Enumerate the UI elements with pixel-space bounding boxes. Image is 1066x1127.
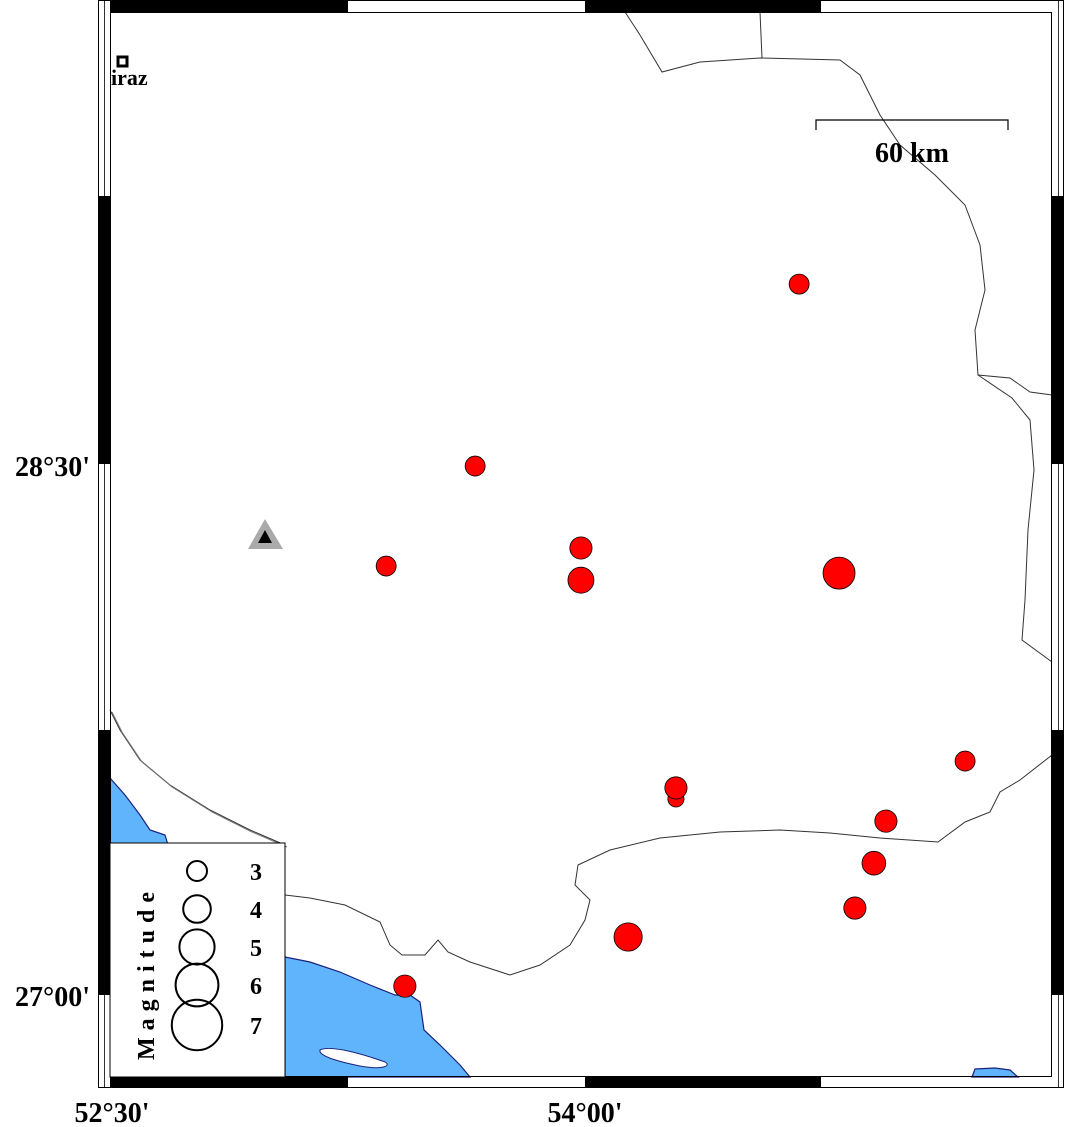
legend-label: 7 [250, 1014, 262, 1040]
legend-label: 5 [250, 936, 262, 962]
earthquake-event[interactable] [874, 809, 898, 833]
water-bodies [109, 776, 1020, 1078]
legend-circle [178, 928, 216, 966]
earthquake-event[interactable] [664, 776, 688, 800]
earthquake-event[interactable] [788, 273, 810, 295]
legend-label: 4 [250, 898, 262, 924]
scale-bar-label: 60 km [875, 138, 949, 169]
earthquake-event[interactable] [567, 566, 595, 594]
legend-circle [182, 894, 212, 924]
earthquake-event[interactable] [613, 922, 643, 952]
legend-label: 3 [250, 860, 262, 886]
map-frame [98, 0, 1064, 1088]
legend-circle [170, 998, 224, 1052]
earthquake-event[interactable] [843, 896, 867, 920]
scale-bar: 60 km [815, 119, 1009, 169]
legend-title: Magnitude [134, 885, 160, 1060]
earthquake-event[interactable] [569, 536, 593, 560]
legend: Magnitude 3 4 5 6 7 [109, 842, 286, 1078]
x-tick-label: 52°30' [75, 1098, 150, 1127]
legend-circle [186, 860, 208, 882]
province-boundaries [109, 11, 1053, 976]
city-label: iraz [111, 65, 148, 90]
legend-circle [174, 962, 220, 1008]
station-marker[interactable] [248, 519, 283, 549]
legend-label: 6 [250, 974, 262, 1000]
earthquake-event[interactable] [954, 750, 976, 772]
earthquake-event[interactable] [861, 850, 887, 876]
city-marker-icon [116, 55, 129, 68]
persian-gulf-west [109, 776, 169, 846]
island [319, 1047, 388, 1069]
strait-east [971, 1067, 1020, 1078]
y-tick-label: 28°30' [15, 452, 90, 483]
earthquake-event[interactable] [393, 974, 417, 998]
earthquake-event[interactable] [822, 556, 856, 590]
earthquake-event[interactable] [375, 555, 397, 577]
events-layer [375, 273, 976, 998]
y-tick-label: 27°00' [15, 982, 90, 1013]
x-tick-label: 54°00' [548, 1098, 623, 1127]
earthquake-event[interactable] [464, 455, 486, 477]
